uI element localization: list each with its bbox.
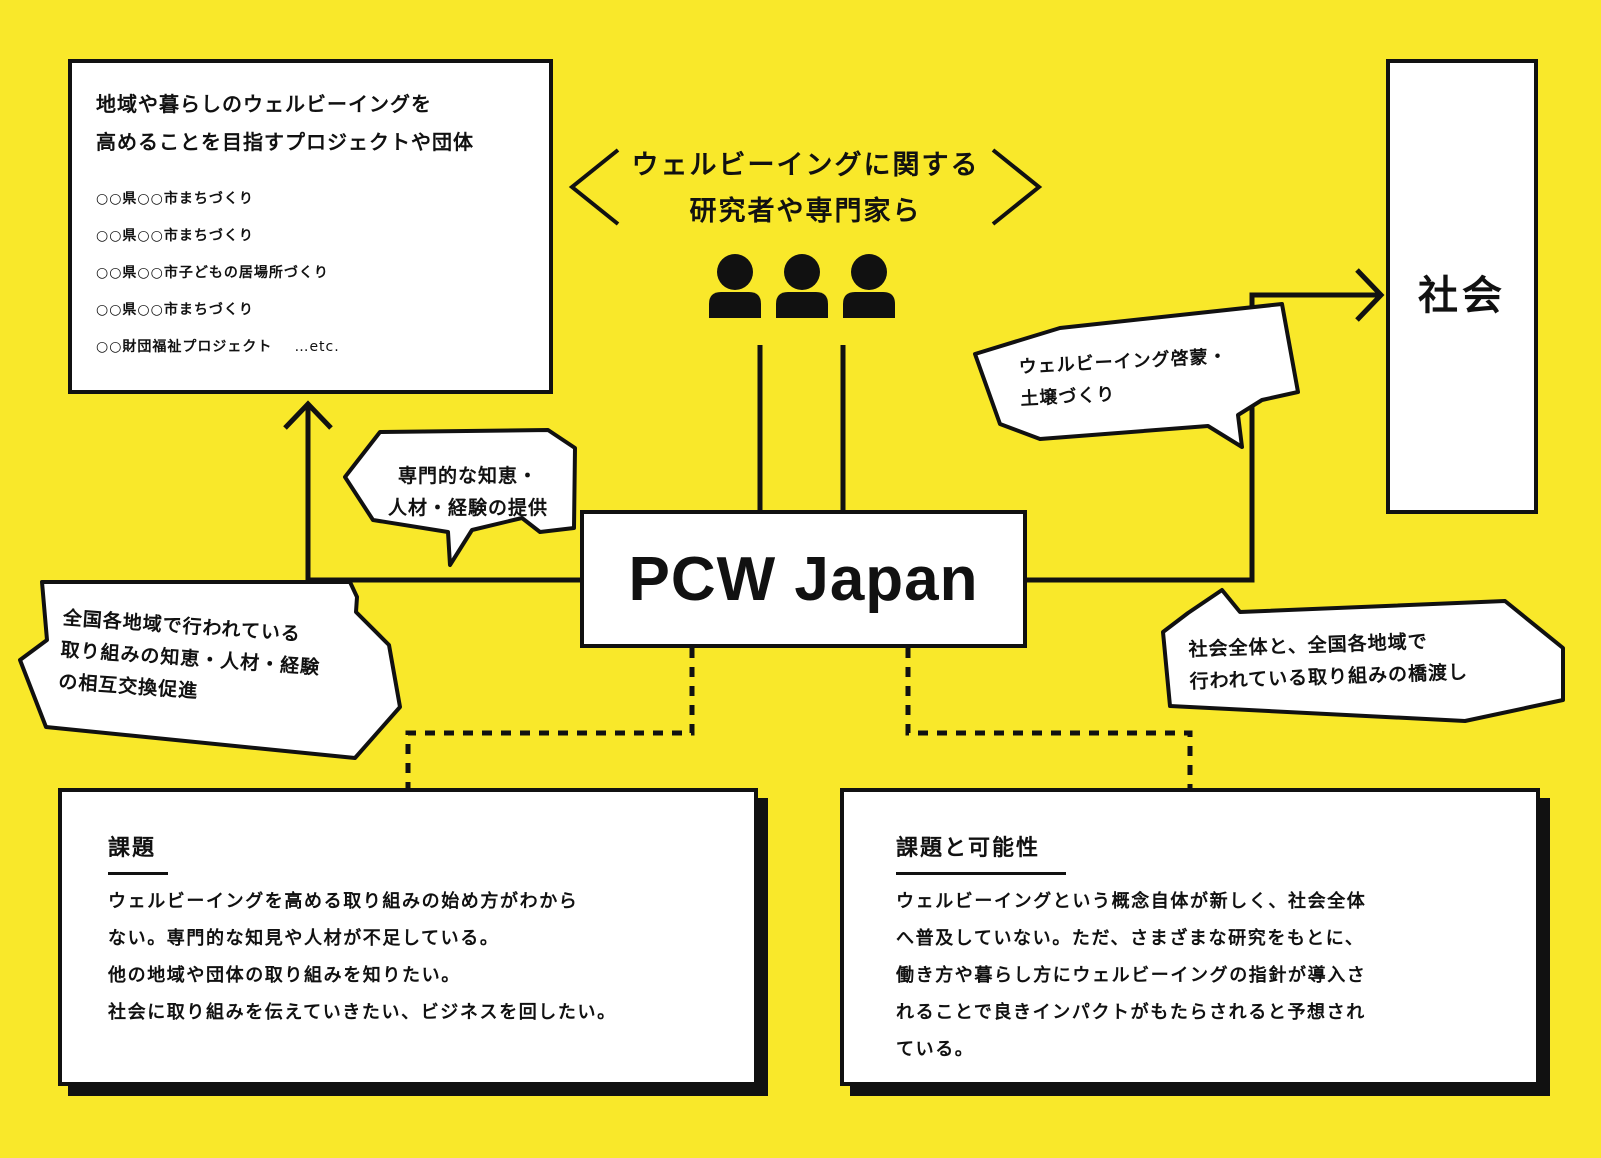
issues-line: ない。専門的な知見や人材が不足している。 [108, 928, 500, 949]
pcw-japan-box: PCW Japan [580, 510, 1027, 648]
issues-box: 課題 ウェルビーイングを高める取り組みの始め方がわから ない。専門的な知見や人材… [58, 788, 758, 1086]
arrowhead-right [1355, 268, 1385, 322]
issues-line: 他の地域や団体の取り組みを知りたい。 [108, 965, 461, 986]
bubble-awareness-text: ウェルビーイング啓蒙・ 土壌づくり [1018, 341, 1230, 416]
possibilities-line: ウェルビーイングという概念自体が新しく、社会全体 [896, 891, 1367, 912]
person-icon [717, 254, 753, 290]
society-box: 社会 [1386, 59, 1538, 514]
experts-label: ウェルビーイングに関する 研究者や専門家ら [620, 143, 991, 235]
possibilities-line: れることで良きインパクトがもたらされると予想され [896, 1002, 1366, 1023]
organizations-title-line2: 高めることを目指すプロジェクトや団体 [96, 130, 474, 154]
person-body-icon [843, 292, 895, 318]
bubble-awareness [973, 302, 1300, 449]
bubble-exchange-text: 全国各地域で行われている 取り組みの知恵・人材・経験 の相互交換促進 [57, 602, 323, 716]
bubble-bridge-text: 社会全体と、全国各地域で 行われている取り組みの橋渡し [1188, 624, 1469, 698]
organizations-title: 地域や暮らしのウェルビーイングを 高めることを目指すプロジェクトや団体 [96, 85, 549, 161]
organizations-box: 地域や暮らしのウェルビーイングを 高めることを目指すプロジェクトや団体 ○○県○… [68, 59, 553, 394]
issues-line: ウェルビーイングを高める取り組みの始め方がわから [108, 891, 579, 912]
possibilities-line: ている。 [896, 1039, 975, 1060]
people-icon-group [709, 254, 895, 318]
list-item: ○○県○○市まちづくり [96, 228, 254, 244]
etc-label: …etc. [294, 339, 340, 355]
person-body-icon [709, 292, 761, 318]
organizations-title-line1: 地域や暮らしのウェルビーイングを [96, 92, 432, 116]
pcw-japan-label: PCW Japan [628, 544, 979, 614]
possibilities-title: 課題と可能性 [896, 836, 1041, 861]
list-item: ○○県○○市まちづくり [96, 302, 254, 318]
issues-title: 課題 [108, 836, 157, 861]
possibilities-body: ウェルビーイングという概念自体が新しく、社会全体 へ普及していない。ただ、さまざ… [896, 883, 1536, 1068]
chevron-left-icon [568, 148, 620, 226]
arrowhead-up [283, 400, 333, 430]
issues-line: 社会に取り組みを伝えていきたい、ビジネスを回したい。 [108, 1002, 617, 1023]
organizations-list: ○○県○○市まちづくり ○○県○○市まちづくり ○○県○○市子どもの居場所づくり… [96, 181, 549, 366]
issues-body: ウェルビーイングを高める取り組みの始め方がわから ない。専門的な知見や人材が不足… [108, 883, 754, 1031]
person-icon [851, 254, 887, 290]
possibilities-box: 課題と可能性 ウェルビーイングという概念自体が新しく、社会全体 へ普及していない… [840, 788, 1540, 1086]
bubble-bridge [1161, 588, 1565, 723]
bubble-line: 人材・経験の提供 [387, 497, 548, 519]
list-item-text: ○○財団福祉プロジェクト [96, 339, 273, 355]
society-label: 社会 [1418, 273, 1506, 319]
bubble-line: 専門的な知恵・ [397, 465, 538, 487]
bubble-expertise [343, 428, 577, 567]
bubble-exchange [18, 580, 402, 760]
arrow-to-society [1027, 292, 1378, 583]
issues-title-wrap: 課題 [108, 830, 168, 883]
chevron-right-icon [991, 148, 1043, 226]
experts-line2: 研究者や専門家ら [689, 196, 922, 227]
experts-line1: ウェルビーイングに関する [631, 150, 980, 181]
dashed-line-issues [405, 648, 695, 790]
dashed-line-possibilities [905, 648, 1193, 790]
bubble-expertise-text: 専門的な知恵・ 人材・経験の提供 [373, 460, 563, 524]
title-underline [108, 872, 168, 875]
title-underline [896, 872, 1066, 875]
possibilities-title-wrap: 課題と可能性 [896, 830, 1066, 883]
list-item-last: ○○財団福祉プロジェクト …etc. [96, 329, 549, 366]
person-body-icon [776, 292, 828, 318]
possibilities-line: へ普及していない。ただ、さまざまな研究をもとに、 [896, 928, 1365, 949]
list-item: ○○県○○市子どもの居場所づくり [96, 265, 329, 281]
possibilities-line: 働き方や暮らし方にウェルビーイングの指針が導入さ [896, 965, 1367, 986]
list-item: ○○県○○市まちづくり [96, 191, 254, 207]
person-icon [784, 254, 820, 290]
